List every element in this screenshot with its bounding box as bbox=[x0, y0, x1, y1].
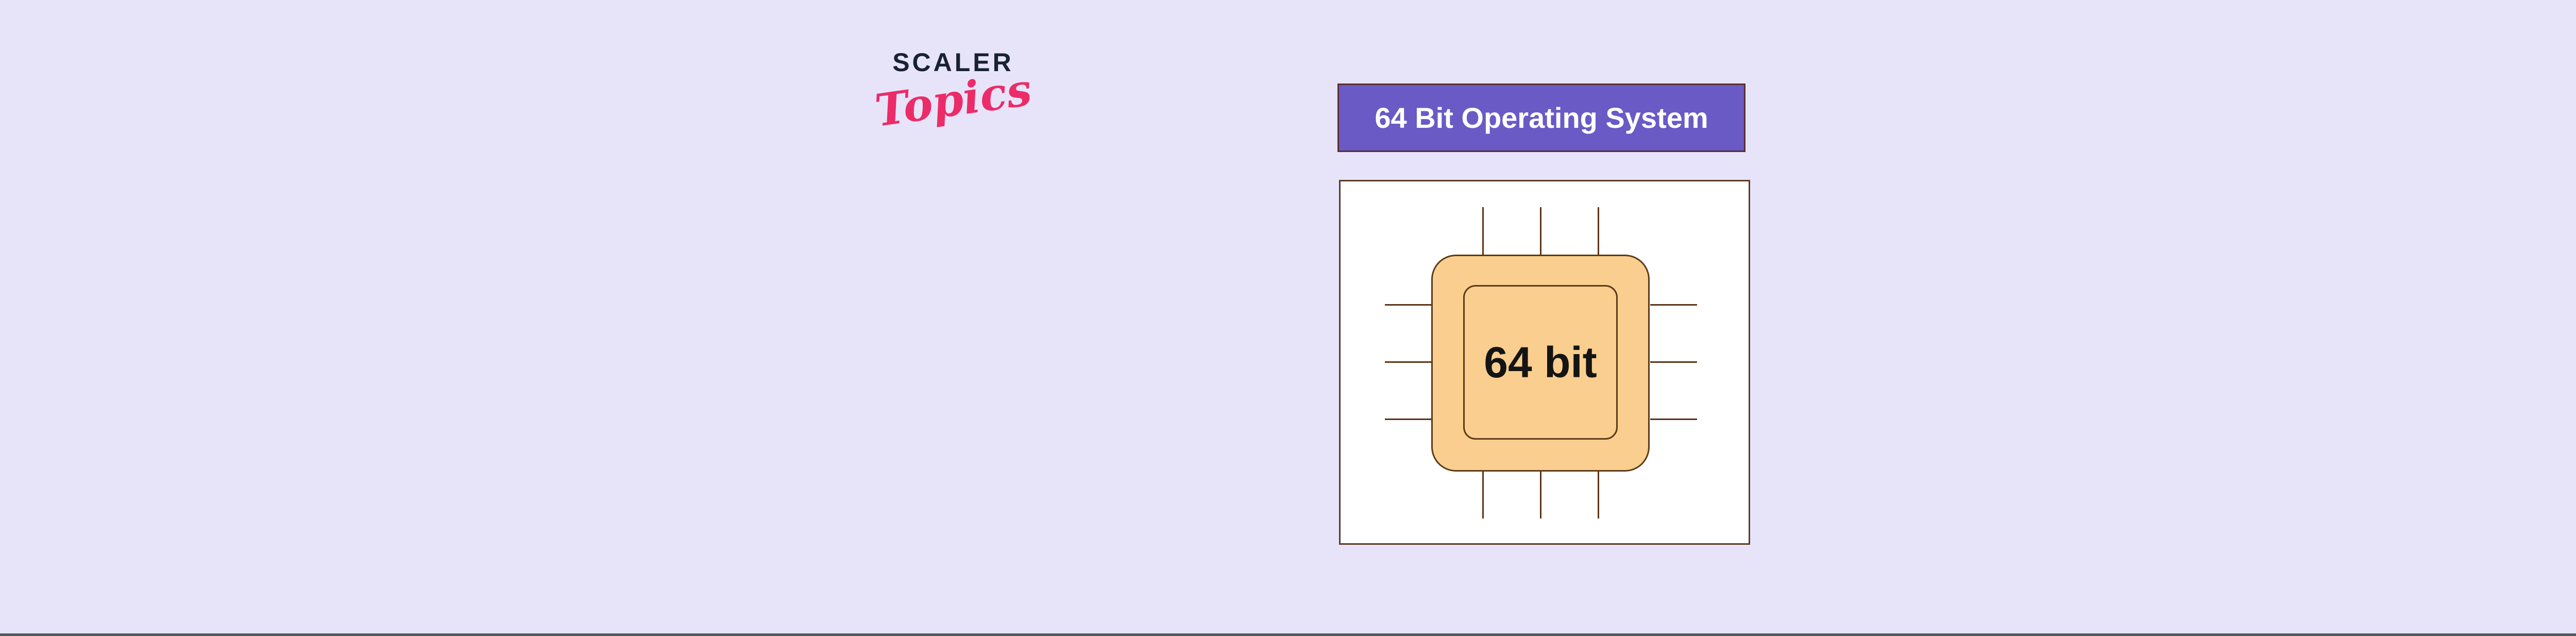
chip-pin-left-1 bbox=[1385, 304, 1432, 306]
cpu-chip-core: 64 bit bbox=[1463, 285, 1618, 440]
chip-pin-bottom-3 bbox=[1598, 471, 1599, 518]
chip-pin-top-3 bbox=[1598, 207, 1599, 255]
scaler-topics-logo: SCALER Topics bbox=[872, 48, 1035, 137]
chip-pin-top-1 bbox=[1482, 207, 1484, 255]
title-banner: 64 Bit Operating System bbox=[1337, 83, 1745, 152]
page-title: 64 Bit Operating System bbox=[1375, 102, 1708, 134]
chip-pin-left-3 bbox=[1385, 419, 1432, 420]
chip-pin-bottom-2 bbox=[1540, 471, 1541, 518]
chip-pin-right-1 bbox=[1650, 304, 1697, 306]
chip-pin-left-2 bbox=[1385, 361, 1432, 363]
chip-pin-top-2 bbox=[1540, 207, 1541, 255]
chip-bit-label: 64 bit bbox=[1484, 338, 1597, 387]
logo-brand-text: SCALER bbox=[892, 48, 1014, 77]
chip-pin-right-2 bbox=[1650, 361, 1697, 363]
chip-pin-bottom-1 bbox=[1482, 471, 1484, 518]
bottom-edge-strip bbox=[0, 633, 2576, 636]
chip-pin-right-3 bbox=[1650, 419, 1697, 420]
logo-sub-text: Topics bbox=[872, 63, 1035, 137]
